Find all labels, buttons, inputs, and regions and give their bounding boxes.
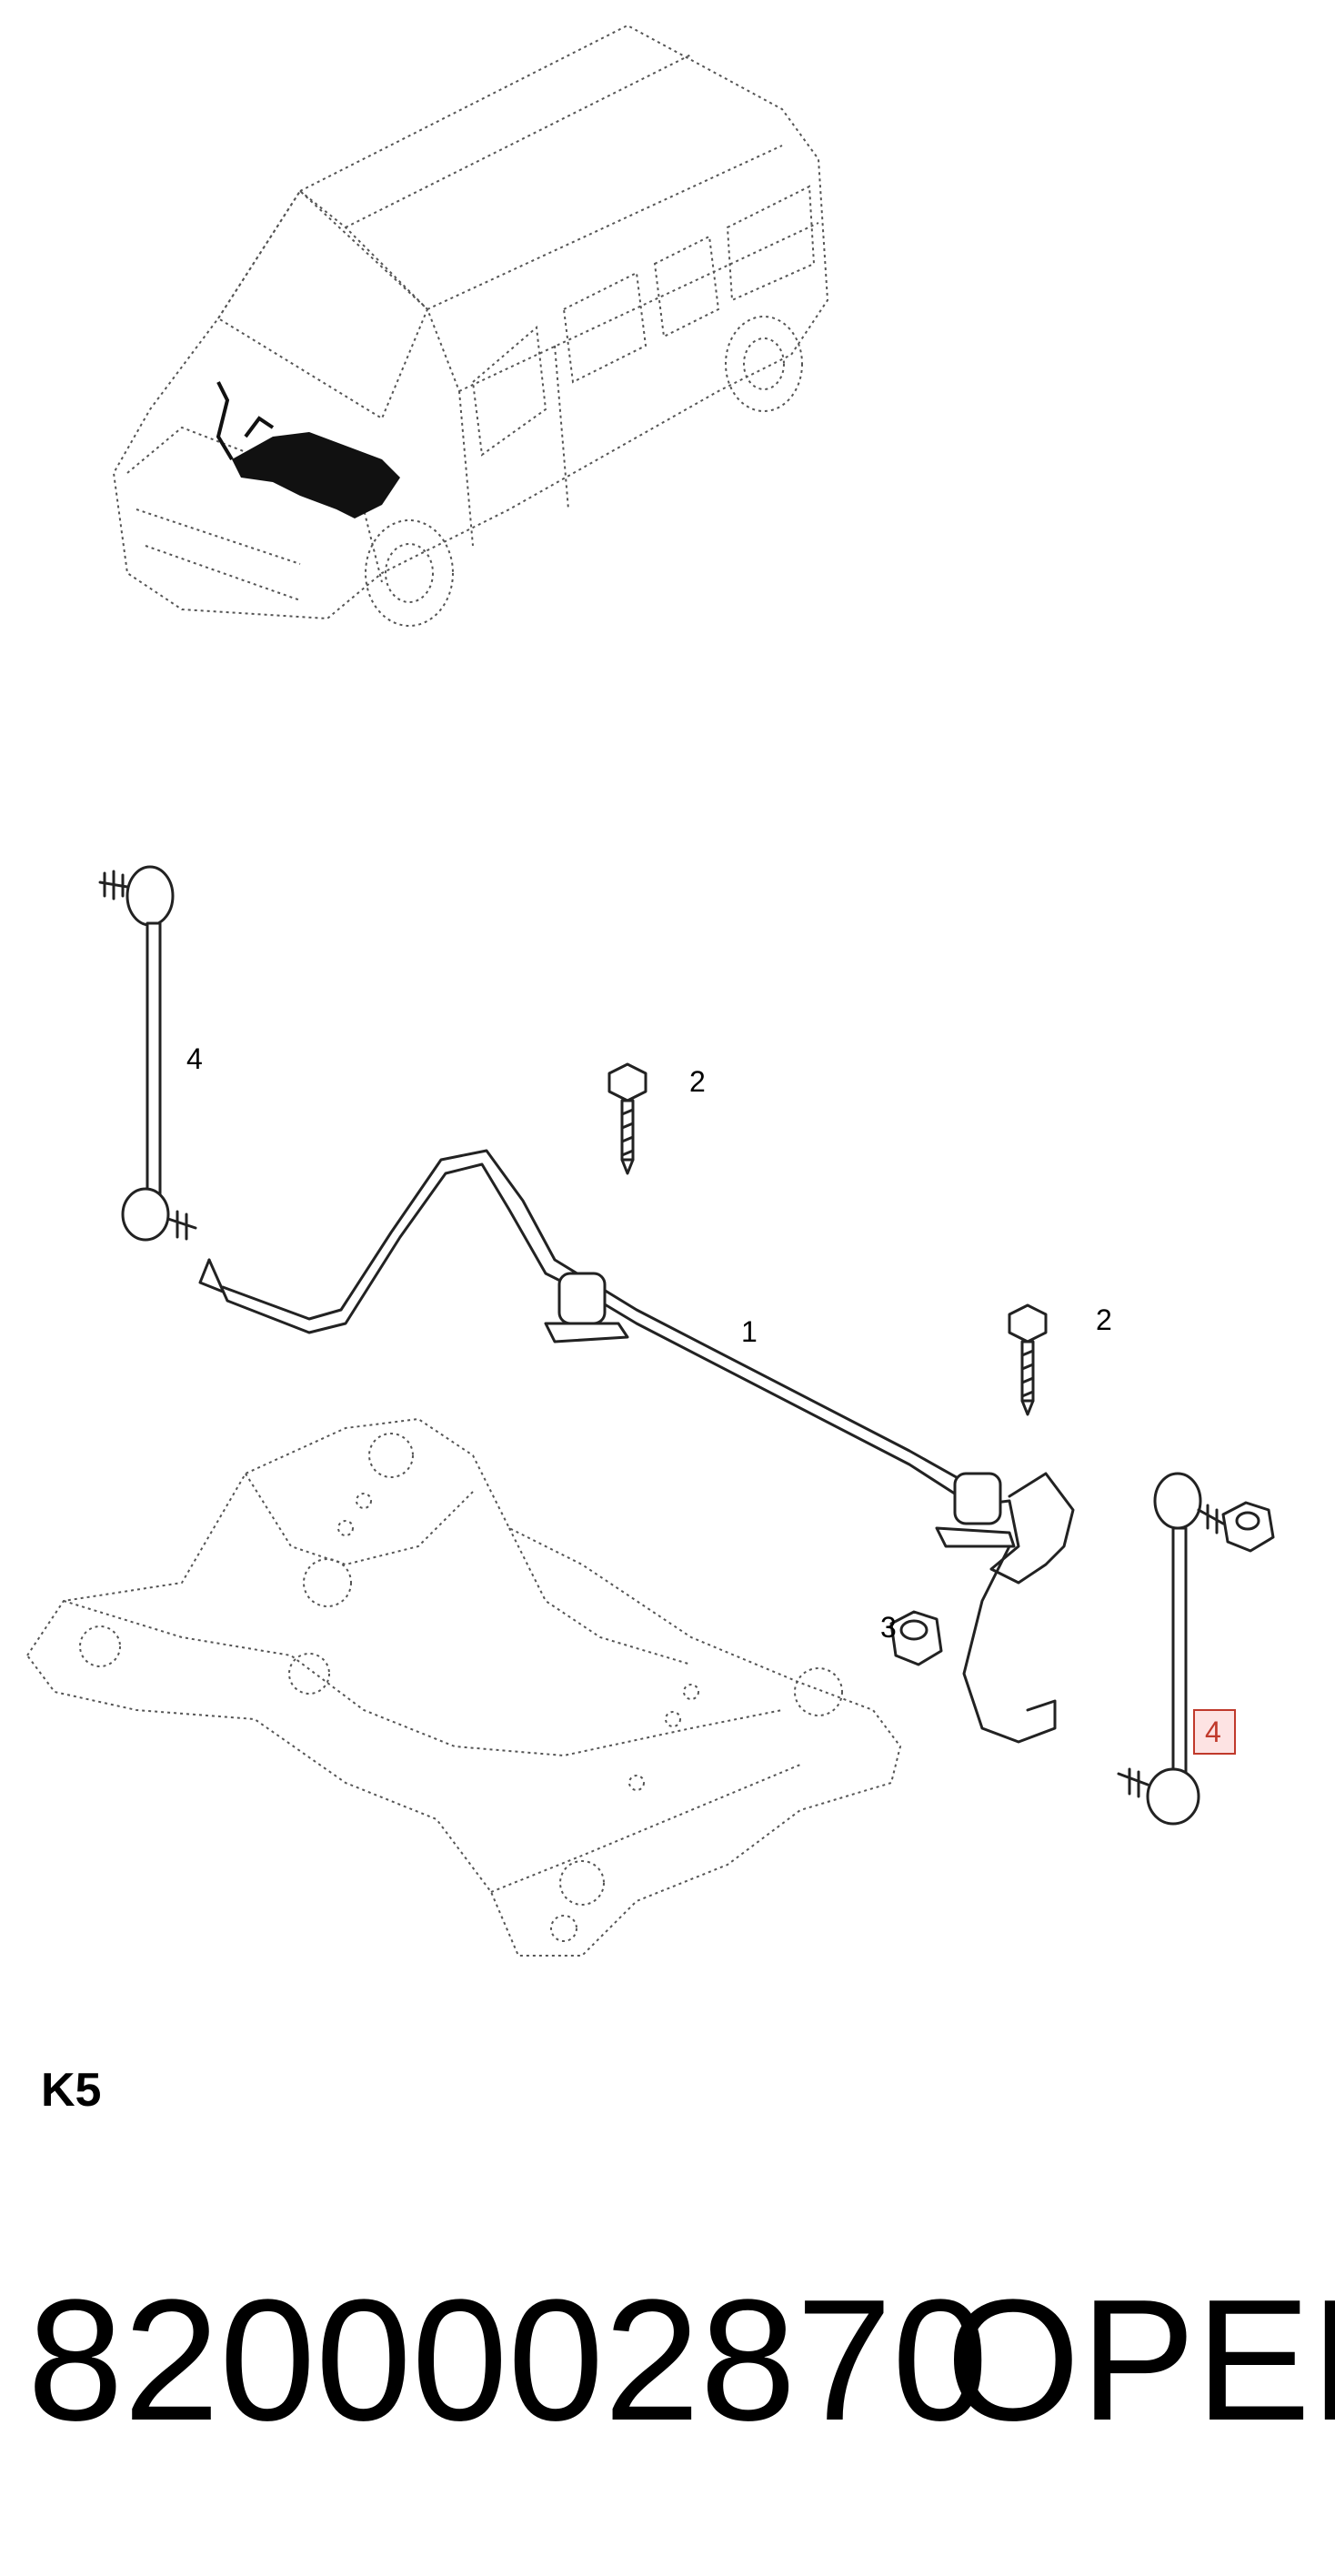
callout-stabilizer-bar[interactable]: 1	[741, 1315, 758, 1348]
nut-part	[889, 1610, 943, 1666]
stabilizer-link-left	[98, 865, 197, 1242]
callout-bolt-lower[interactable]: 2	[1096, 1303, 1112, 1336]
stabilizer-bar	[198, 1149, 1075, 1744]
brand-name: OPEL	[946, 2264, 1335, 2457]
bolt-upper	[607, 1062, 647, 1175]
subframe-illustration	[25, 1417, 902, 1957]
part-number: 8200002870	[27, 2264, 989, 2457]
link-nut-right	[1221, 1501, 1275, 1553]
callout-link-left[interactable]: 4	[186, 1042, 203, 1075]
vehicle-overview-illustration	[112, 24, 829, 627]
group-code: K5	[41, 2064, 101, 2117]
callout-link-right[interactable]: 4	[1205, 1716, 1221, 1748]
callout-link-right-highlight[interactable]: 4	[1193, 1709, 1236, 1755]
callout-nut[interactable]: 3	[880, 1611, 897, 1644]
callout-bolt-upper[interactable]: 2	[689, 1065, 706, 1098]
stabilizer-link-right	[1117, 1472, 1225, 1826]
bolt-lower	[1008, 1303, 1048, 1416]
